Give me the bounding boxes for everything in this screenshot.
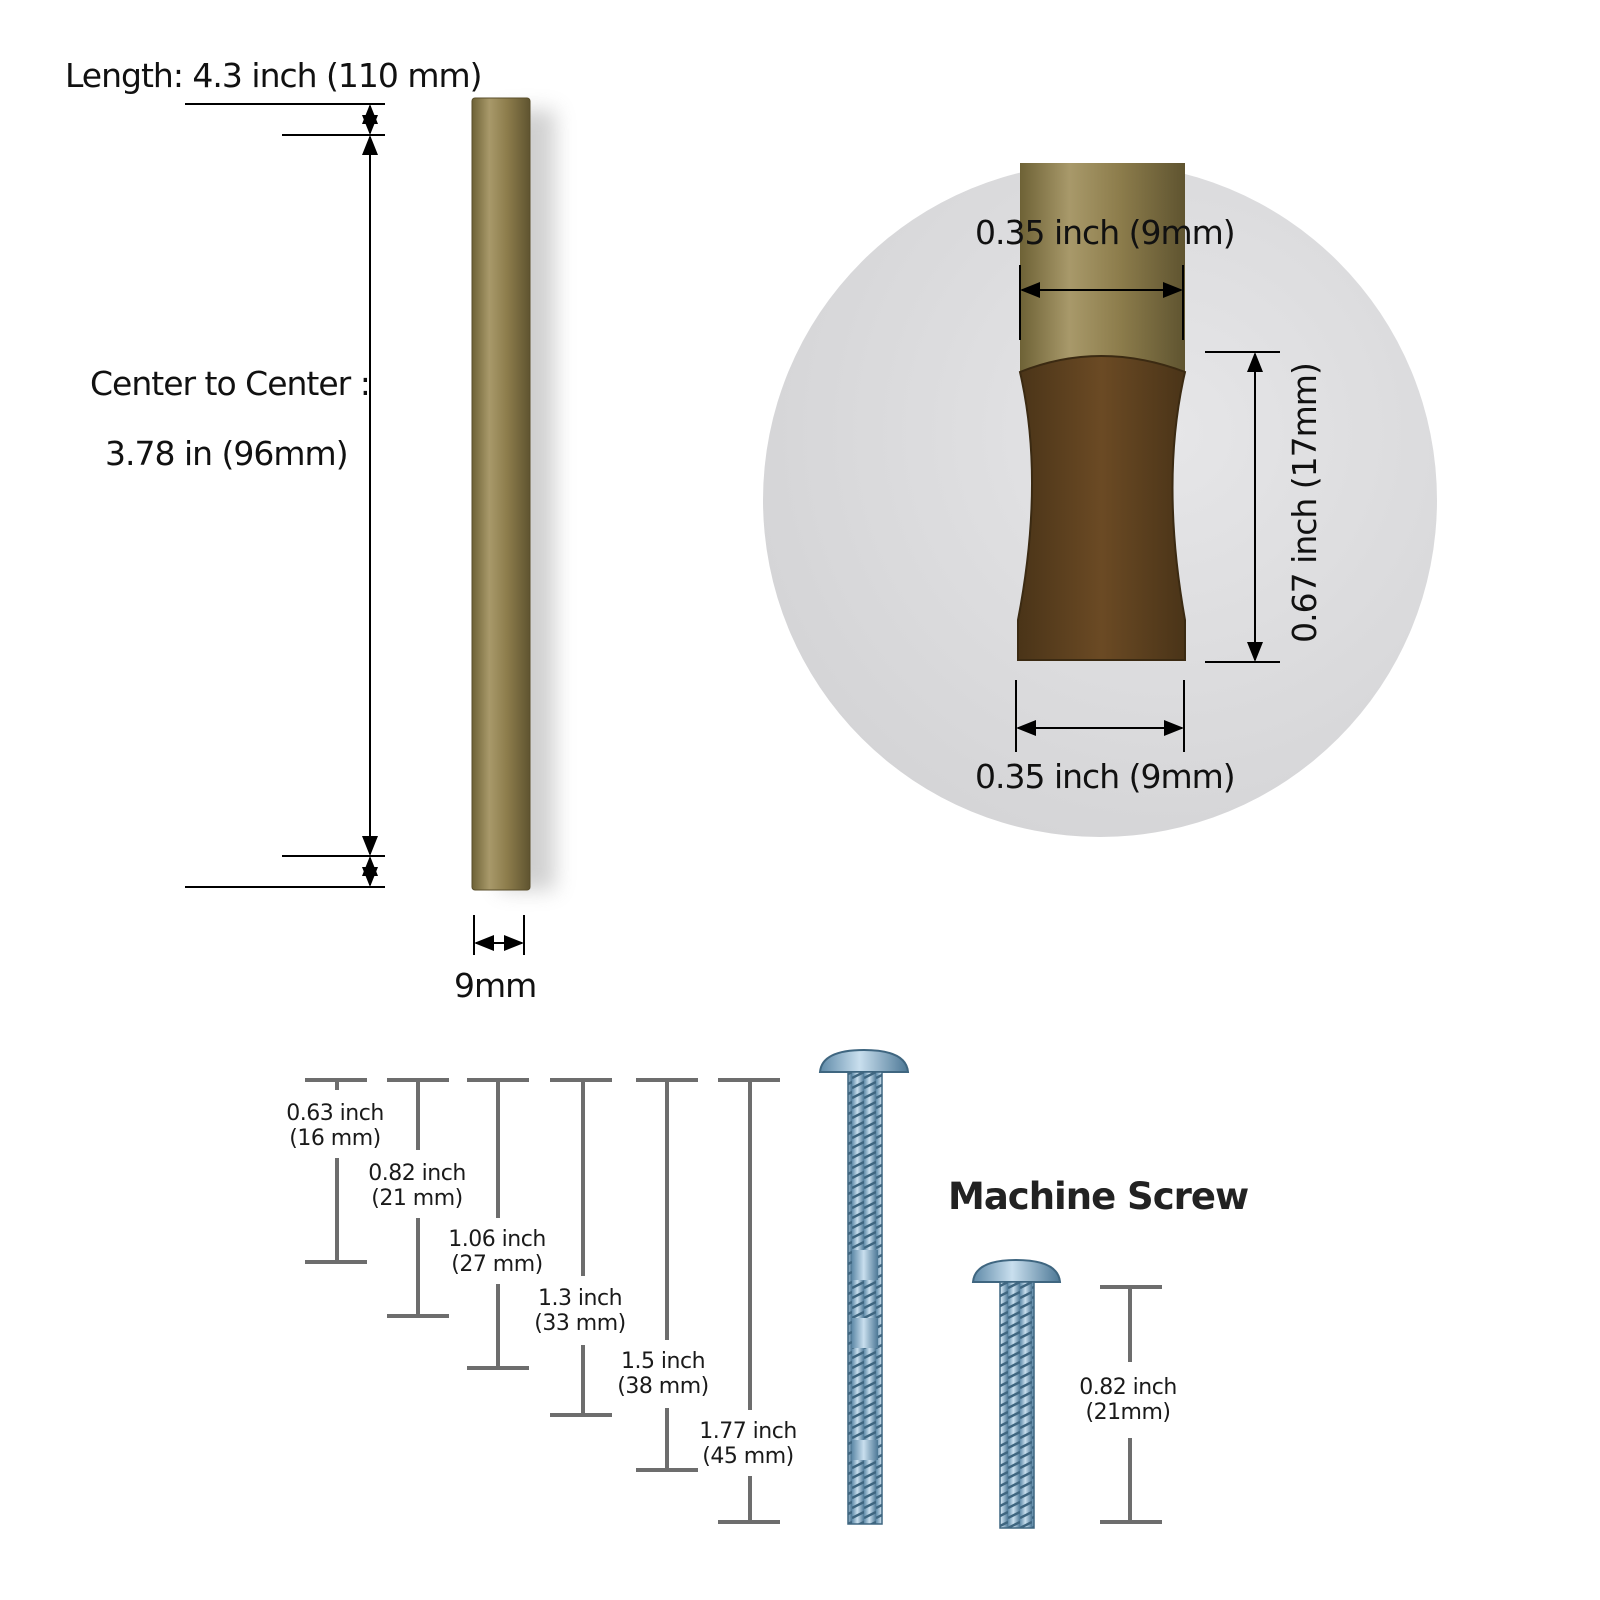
screw-length-inch: 1.3 inch (538, 1286, 622, 1311)
screw-length-inch: 1.77 inch (699, 1419, 797, 1444)
screw-length-inch: 0.82 inch (368, 1161, 466, 1186)
bottom-width-dimension (1015, 680, 1185, 752)
screw-length-mm: (27 mm) (451, 1252, 543, 1277)
top-width-dimension (1019, 265, 1184, 340)
machine-screw-image (971, 1258, 1062, 1529)
machine-screw-title: Machine Screw (948, 1175, 1248, 1218)
machine-screw-bracket (1100, 1285, 1162, 1524)
handle-end-face (1017, 355, 1187, 661)
bar-handle-image (471, 97, 531, 891)
screw-length-mm: (38 mm) (617, 1374, 709, 1399)
breakaway-screw-image (818, 1048, 910, 1525)
screw-length-mm: (21 mm) (371, 1186, 463, 1211)
screw-length-brackets (305, 1078, 780, 1524)
screw-length-labels: 0.63 inch (16 mm) 0.82 inch (21 mm) 1.06… (286, 1101, 797, 1469)
screw-length-mm: (45 mm) (702, 1444, 794, 1469)
bracket-1-5 (636, 1078, 698, 1472)
bracket-1-3 (550, 1078, 612, 1417)
length-dimension-lines (185, 103, 385, 888)
screw-length-inch: 1.06 inch (448, 1227, 546, 1252)
screw-length-mm: (16 mm) (289, 1126, 381, 1151)
length-label: Length: 4.3 inch (110 mm) (65, 56, 482, 95)
handle-end-leg (1020, 163, 1185, 373)
center-to-center-value: 3.78 in (96mm) (105, 434, 348, 473)
bracket-0-63 (305, 1078, 367, 1264)
width-dimension (473, 915, 525, 955)
screw-length-inch: 0.63 inch (286, 1101, 384, 1126)
height-label: 0.67 inch (17mm) (1285, 363, 1324, 643)
top-width-label: 0.35 inch (9mm) (975, 213, 1235, 252)
center-to-center-label: Center to Center : (90, 364, 370, 403)
machine-screw-length-inch: 0.82 inch (1079, 1375, 1177, 1400)
bracket-1-06 (467, 1078, 529, 1370)
machine-screw-length-mm: (21mm) (1085, 1400, 1170, 1425)
bracket-0-82 (387, 1078, 449, 1318)
width-label: 9mm (454, 966, 536, 1005)
height-dimension (1205, 351, 1280, 663)
screw-length-inch: 1.5 inch (621, 1349, 705, 1374)
screw-length-mm: (33 mm) (534, 1311, 626, 1336)
bottom-width-label: 0.35 inch (9mm) (975, 757, 1235, 796)
bracket-1-77 (718, 1078, 780, 1524)
